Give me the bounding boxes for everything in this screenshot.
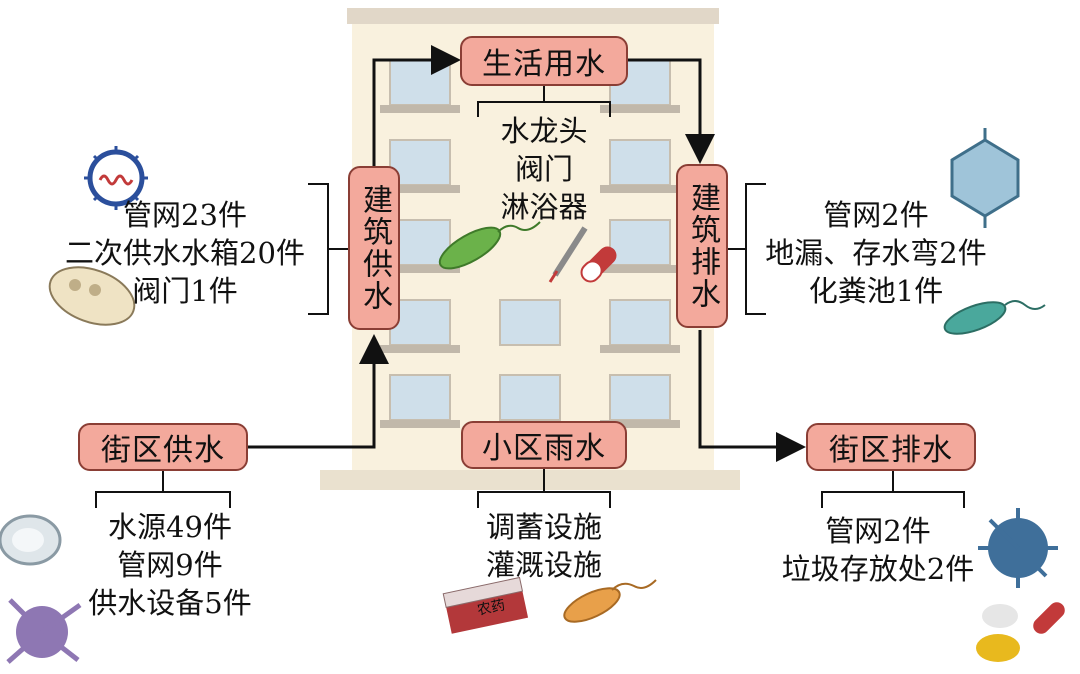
- list-item: 调蓄设施: [485, 510, 602, 544]
- bacterium-icon-green: [438, 221, 541, 270]
- list-item: 水龙头: [500, 114, 588, 148]
- list-community-rain: 调蓄设施 灌溉设施: [460, 508, 628, 584]
- node-street-supply-label: 街区供水: [101, 433, 225, 468]
- node-domestic-water-label: 生活用水: [482, 47, 606, 82]
- bacterium-icon-teal: [943, 300, 1046, 335]
- list-item: 二次供水水箱20件: [65, 236, 305, 270]
- bracket-street-supply: [95, 491, 231, 508]
- list-street-drainage: 管网2件 垃圾存放处2件: [758, 512, 998, 588]
- arrow-building-drainage-to-street-drainage: [698, 330, 806, 462]
- flow-arrows: [248, 45, 806, 462]
- protozoa-icon-left: [48, 266, 136, 326]
- list-item: 管网2件: [823, 198, 929, 232]
- virus-icon-top-right: [950, 128, 1020, 228]
- flask-icon-pesticide: 农药: [442, 576, 529, 634]
- list-item: 供水设备5件: [88, 586, 252, 620]
- amoeba-icon-bottom-left: [6, 598, 82, 664]
- list-building-drainage: 管网2件 地漏、存水弯2件 化粪池1件: [742, 196, 1010, 310]
- list-item: 管网2件: [825, 514, 931, 548]
- list-building-supply: 管网23件 二次供水水箱20件 阀门1件: [40, 196, 330, 310]
- node-community-rain-label: 小区雨水: [482, 431, 606, 466]
- bacterium-icon-orange: [563, 579, 657, 623]
- virus-icon-top-left: [84, 146, 148, 210]
- node-community-rain: 小区雨水: [461, 421, 627, 469]
- capsule-icon-center: [580, 246, 617, 283]
- list-item: 化粪池1件: [808, 274, 944, 308]
- arrow-street-supply-to-building-supply: [248, 334, 389, 449]
- list-item: 管网9件: [117, 548, 223, 582]
- flask-label: 农药: [476, 597, 507, 618]
- node-street-supply: 街区供水: [78, 423, 248, 471]
- node-building-drainage-label: 建筑排水: [685, 182, 720, 310]
- list-item: 垃圾存放处2件: [781, 552, 975, 586]
- list-domestic-water: 水龙头 阀门 淋浴器: [474, 112, 614, 226]
- virus-icon-bottom-right: [978, 508, 1058, 588]
- arrow-building-supply-to-domestic-water: [372, 45, 461, 166]
- node-domestic-water: 生活用水: [460, 36, 628, 86]
- arrow-domestic-water-to-building-drainage: [628, 58, 715, 164]
- list-item: 阀门1件: [132, 274, 238, 308]
- node-street-drainage-label: 街区排水: [829, 433, 953, 468]
- list-item: 地漏、存水弯2件: [765, 236, 987, 270]
- node-building-drainage: 建筑排水: [676, 164, 728, 328]
- list-item: 水源49件: [108, 510, 232, 544]
- brackets: [95, 85, 965, 508]
- node-street-drainage: 街区排水: [806, 423, 976, 471]
- list-item: 淋浴器: [500, 190, 588, 224]
- list-item: 管网23件: [123, 198, 247, 232]
- list-street-supply: 水源49件 管网9件 供水设备5件: [70, 508, 270, 622]
- bracket-community-rain: [477, 491, 611, 508]
- cell-icon-left: [0, 514, 62, 566]
- pill-icon-bottom-right: [976, 602, 1065, 662]
- bracket-street-drainage: [821, 491, 965, 508]
- syringe-icon: [548, 226, 588, 283]
- list-item: 阀门: [514, 152, 573, 186]
- node-building-supply-label: 建筑供水: [357, 184, 392, 312]
- node-building-supply: 建筑供水: [348, 166, 400, 330]
- list-item: 灌溉设施: [485, 548, 602, 582]
